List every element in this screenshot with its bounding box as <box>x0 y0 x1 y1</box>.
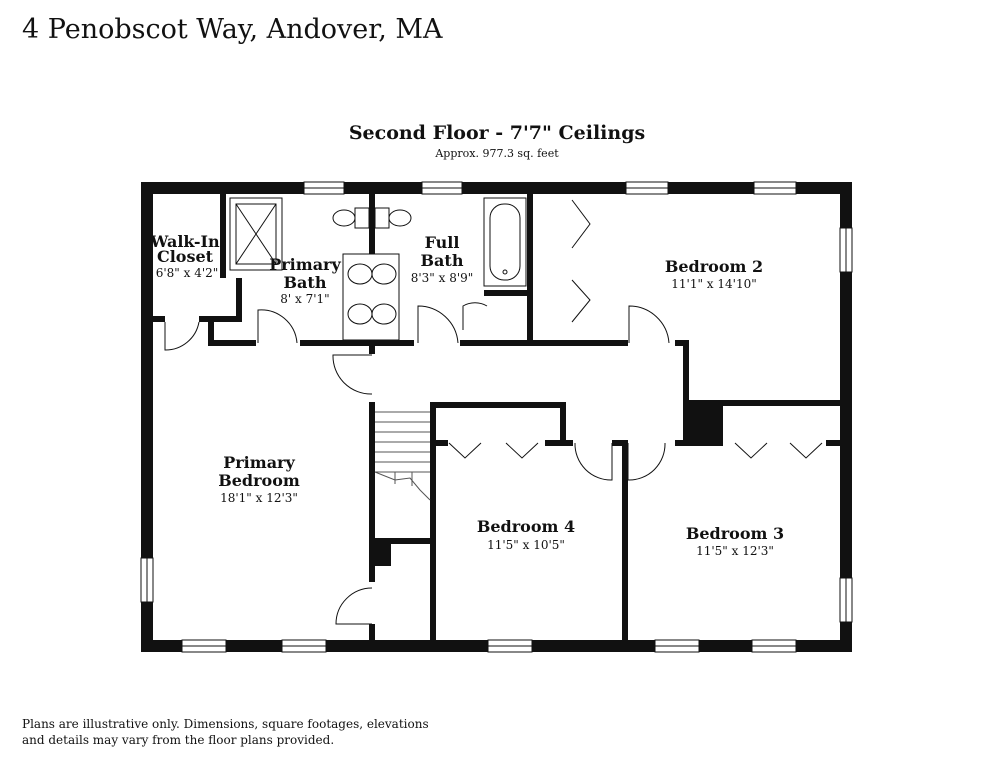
interior-wall <box>675 340 689 346</box>
window <box>654 639 700 653</box>
windows <box>140 181 853 653</box>
bifold-door <box>448 442 482 459</box>
interior-wall <box>236 278 242 320</box>
interior-wall <box>369 540 391 566</box>
window <box>303 181 345 195</box>
room-name: Primary <box>269 255 341 274</box>
room-dimensions: 11'5" x 12'3" <box>696 544 774 558</box>
interior-wall <box>545 440 573 446</box>
bifold-door <box>505 442 539 459</box>
room-dimensions: 11'1" x 14'10" <box>671 277 756 291</box>
room-name: Primary <box>223 453 295 472</box>
interior-wall <box>683 400 843 406</box>
interior-wall <box>300 340 414 346</box>
room-name: Bath <box>284 273 327 292</box>
property-address: 4 Penobscot Way, Andover, MA <box>22 14 443 45</box>
staircase <box>374 411 431 501</box>
room-name: Walk-In <box>149 232 220 251</box>
door-swing <box>332 354 373 395</box>
window <box>753 181 797 195</box>
interior-wall <box>560 402 566 446</box>
interior-wall <box>527 194 533 346</box>
bifold-door <box>789 442 823 459</box>
room-name: Bath <box>421 251 464 270</box>
door-swing <box>628 305 670 344</box>
room-walk-in-closet: Walk-In Closet 6'8" x 4'2" <box>149 232 220 280</box>
interior-wall <box>369 402 375 582</box>
room-dimensions: 8' x 7'1" <box>280 292 329 306</box>
toilets <box>332 207 412 229</box>
exterior-wall-left <box>141 182 153 652</box>
room-dimensions: 18'1" x 12'3" <box>220 491 298 505</box>
interior-wall <box>430 402 436 642</box>
door-swing <box>627 442 666 481</box>
door-swing <box>462 302 488 330</box>
window <box>181 639 227 653</box>
interior-wall <box>460 340 628 346</box>
interior-wall <box>369 624 375 642</box>
interior-wall <box>199 316 211 322</box>
interior-wall <box>675 440 723 446</box>
floor-title: Second Floor - 7'7" Ceilings <box>348 122 646 144</box>
interior-wall <box>683 340 689 444</box>
exterior-wall-top <box>141 182 852 194</box>
window <box>839 577 853 623</box>
window <box>625 181 669 195</box>
primary-vanity <box>342 253 400 341</box>
floor-area: Approx. 977.3 sq. feet <box>435 147 559 160</box>
room-dimensions: 8'3" x 8'9" <box>411 271 474 285</box>
interior-wall <box>153 316 165 322</box>
window <box>140 557 154 603</box>
room-name: Bedroom 2 <box>665 257 763 276</box>
disclaimer: Plans are illustrative only. Dimensions,… <box>22 717 429 747</box>
interior-wall <box>430 440 448 446</box>
interior-wall <box>208 340 256 346</box>
window <box>839 227 853 273</box>
room-name: Bedroom 3 <box>686 524 784 543</box>
room-name: Closet <box>157 247 214 266</box>
room-name: Bedroom 4 <box>477 517 575 536</box>
door-swing <box>164 321 200 351</box>
interior-wall <box>208 316 242 322</box>
interior-wall <box>612 440 628 446</box>
room-bedroom-2: Bedroom 2 11'1" x 14'10" <box>665 257 763 291</box>
door-swing <box>335 587 373 625</box>
interior-wall <box>826 440 842 446</box>
room-dimensions: 11'5" x 10'5" <box>487 538 565 552</box>
window <box>421 181 463 195</box>
bathtub <box>483 197 527 287</box>
shower <box>229 197 283 271</box>
room-primary-bath: Primary Bath 8' x 7'1" <box>269 255 341 306</box>
interior-wall <box>208 316 214 346</box>
interior-wall <box>683 400 723 446</box>
window <box>281 639 327 653</box>
room-labels: Walk-In Closet 6'8" x 4'2" Primary Bath … <box>149 232 784 558</box>
room-bedroom-3: Bedroom 3 11'5" x 12'3" <box>686 524 784 558</box>
interior-wall <box>484 290 530 296</box>
room-name: Bedroom <box>218 471 300 490</box>
room-primary-bedroom: Primary Bedroom 18'1" x 12'3" <box>218 453 300 505</box>
bifold-door <box>571 199 591 249</box>
doors <box>164 199 823 625</box>
interior-wall <box>430 402 566 408</box>
room-dimensions: 6'8" x 4'2" <box>156 266 219 280</box>
room-full-bath: Full Bath 8'3" x 8'9" <box>411 233 474 285</box>
room-bedroom-4: Bedroom 4 11'5" x 10'5" <box>477 517 575 552</box>
window <box>487 639 533 653</box>
interior-wall <box>622 440 628 642</box>
interior-wall <box>220 194 226 278</box>
door-swing <box>417 305 459 344</box>
exterior-wall-right <box>840 182 852 652</box>
room-name: Full <box>425 233 460 252</box>
bifold-door <box>571 279 591 323</box>
window <box>751 639 797 653</box>
bifold-door <box>734 442 768 459</box>
bath-fixtures <box>229 197 527 341</box>
interior-wall <box>369 538 431 544</box>
door-swing <box>257 309 298 344</box>
door-swing <box>574 442 613 481</box>
